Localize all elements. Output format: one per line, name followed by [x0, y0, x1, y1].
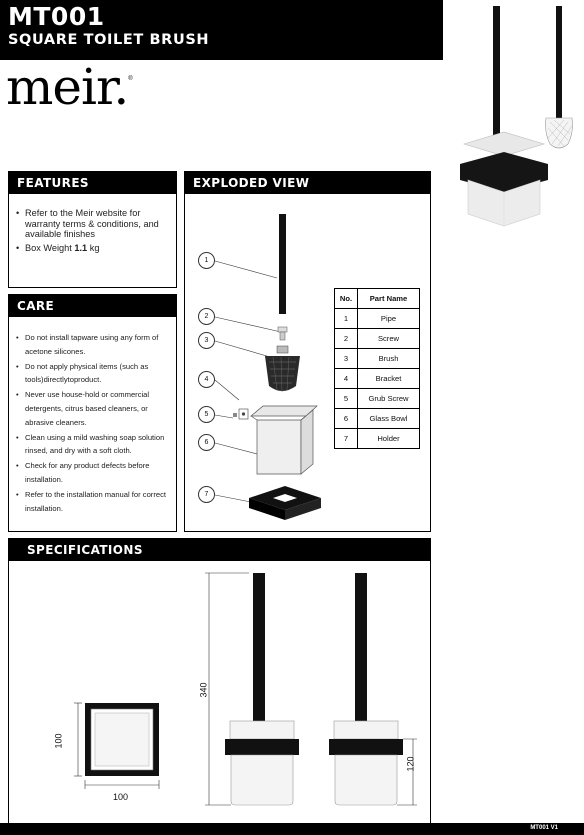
- product-name: SQUARE TOILET BRUSH: [8, 32, 210, 48]
- callout-3: 3: [198, 332, 215, 349]
- dim-height-label: 340: [198, 682, 209, 698]
- part-glass-bowl: [250, 405, 318, 475]
- part-grub-screw: [233, 408, 249, 420]
- part-name: Brush: [357, 348, 420, 369]
- list-item: Refer to the installation manual for cor…: [15, 488, 175, 516]
- specifications-panel: SPECIFICATIONS: [8, 538, 431, 826]
- callout-2: 2: [198, 308, 215, 325]
- brand-logo: meir.®: [6, 62, 133, 112]
- part-name: Holder: [357, 428, 420, 449]
- part-screw: [277, 326, 288, 341]
- callout-7: 7: [198, 486, 215, 503]
- list-item: Do not apply physical items (such as too…: [15, 360, 175, 388]
- callout-6: 6: [198, 434, 215, 451]
- part-no: 7: [334, 428, 358, 449]
- col-header-part-name: Part Name: [357, 288, 420, 309]
- dim-depth-label: 100: [53, 733, 64, 749]
- part-name: Pipe: [357, 308, 420, 329]
- part-name: Screw: [357, 328, 420, 349]
- part-name: Glass Bowl: [357, 408, 420, 429]
- part-brush: [265, 345, 300, 393]
- part-no: 3: [334, 348, 358, 369]
- list-item-box-weight: Box Weight 1.1 kg: [15, 243, 171, 254]
- header-band: MT001 SQUARE TOILET BRUSH: [0, 0, 443, 60]
- part-pipe: [279, 214, 286, 314]
- part-name: Grub Screw: [357, 388, 420, 409]
- callout-4: 4: [198, 371, 215, 388]
- exploded-drawing: [214, 214, 321, 520]
- list-item: Do not install tapware using any form of…: [15, 331, 175, 359]
- list-item: Check for any product defects before ins…: [15, 459, 175, 487]
- features-panel: FEATURES Refer to the Meir website for w…: [8, 171, 177, 288]
- box-weight-value: 1.1: [74, 242, 88, 253]
- list-item: Never use house-hold or commercial deter…: [15, 388, 175, 429]
- features-title: FEATURES: [9, 172, 176, 194]
- logo-text: meir.: [6, 58, 129, 116]
- leader-lines: [214, 260, 282, 503]
- part-name: Bracket: [357, 368, 420, 389]
- list-item: Refer to the Meir website for warranty t…: [15, 208, 171, 240]
- list-item: Clean using a mild washing soap solution…: [15, 431, 175, 459]
- trademark-mark: ®: [128, 76, 133, 82]
- box-weight-label: Box Weight: [25, 242, 72, 253]
- part-no: 6: [334, 408, 358, 429]
- side-view-drawing: [329, 573, 417, 806]
- callout-1: 1: [198, 252, 215, 269]
- part-no: 2: [334, 328, 358, 349]
- box-weight-unit: kg: [89, 242, 100, 253]
- care-list: Do not install tapware using any form of…: [15, 331, 175, 516]
- part-no: 4: [334, 368, 358, 389]
- callout-5: 5: [198, 406, 215, 423]
- dim-bowl-height-label: 120: [405, 756, 416, 772]
- model-code: MT001: [8, 2, 105, 31]
- dimension-drawings: [74, 572, 417, 806]
- holder-image: [460, 6, 548, 227]
- features-list: Refer to the Meir website for warranty t…: [15, 208, 171, 256]
- part-no: 1: [334, 308, 358, 329]
- front-view-drawing: [205, 572, 299, 806]
- part-holder: [249, 486, 321, 520]
- care-title: CARE: [9, 295, 176, 317]
- doc-code: MT001 V1: [530, 825, 558, 831]
- care-panel: CARE Do not install tapware using any fo…: [8, 294, 177, 532]
- top-view-drawing: [74, 702, 160, 789]
- product-photo: [460, 6, 573, 227]
- exploded-view-panel: EXPLODED VIEW: [184, 171, 431, 532]
- part-no: 5: [334, 388, 358, 409]
- exploded-view-title: EXPLODED VIEW: [185, 172, 430, 194]
- brush-head-image: [545, 6, 573, 149]
- parts-table-header: No. Part Name: [334, 288, 420, 309]
- specifications-title: SPECIFICATIONS: [9, 539, 430, 561]
- col-header-no: No.: [334, 288, 358, 309]
- footer-band: MT001 V1: [0, 823, 584, 835]
- dim-width-label: 100: [113, 792, 129, 802]
